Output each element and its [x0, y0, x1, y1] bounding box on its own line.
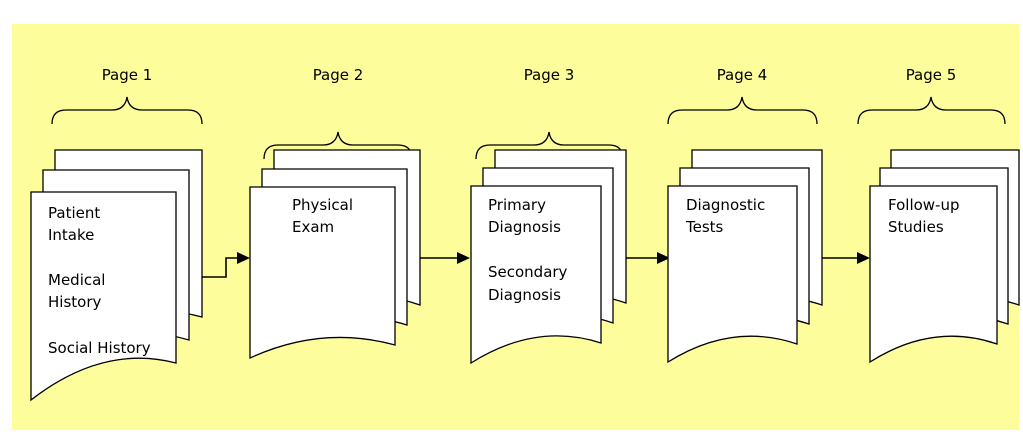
stage-5-text-line-2: Studies [888, 218, 944, 236]
stage-1-document-stack [30, 149, 203, 402]
arrowhead-icon [457, 252, 470, 264]
stage-2: Page 2 Physical Exam [249, 66, 421, 360]
stage-4-brace [667, 96, 818, 125]
stage-4-sheet-front [667, 185, 798, 364]
stage-4-label: Page 4 [717, 66, 768, 84]
stage-3-brace [475, 131, 624, 160]
stage-3-document-stack [470, 149, 627, 365]
stage-2-brace [263, 131, 413, 160]
stage-1-text-line-5: Social History [48, 339, 151, 357]
stage-5-text-line-1: Follow-up [888, 196, 960, 214]
stage-3-sheet-front [470, 185, 602, 365]
stage-2-text-line-2: Exam [292, 218, 334, 236]
stage-5-sheet-front [869, 185, 998, 364]
stage-1-text-line-4: History [48, 293, 101, 311]
stage-1-brace [51, 96, 203, 125]
stage-5-label: Page 5 [906, 66, 957, 84]
stage-2-sheet-front [249, 186, 396, 360]
stage-2-label: Page 2 [313, 66, 364, 84]
connector-1-to-2 [202, 252, 250, 278]
stage-1-sheet-front [30, 191, 177, 402]
stage-1-text-line-3: Medical [48, 271, 105, 289]
arrowhead-icon [657, 252, 670, 264]
stage-4-text-line-1: Diagnostic [686, 196, 765, 214]
stage-4-document-stack [667, 149, 823, 364]
stage-1: Page 1 Patient Intake Medical History So… [30, 66, 203, 402]
stage-3-text-line-1: Primary [488, 196, 546, 214]
stage-5-document-stack [869, 149, 1020, 364]
stage-5-brace [857, 96, 1006, 125]
arrowhead-icon [237, 252, 250, 264]
stage-5: Page 5 Follow-up Studies [857, 66, 1020, 364]
connector-3-to-4 [626, 252, 670, 264]
stage-2-text-line-1: Physical [292, 196, 353, 214]
stage-3-text-line-3: Secondary [488, 263, 568, 281]
stage-3-text-line-4: Diagnosis [488, 286, 561, 304]
stage-2-document-stack [249, 149, 421, 360]
stage-1-label: Page 1 [102, 66, 153, 84]
arrowhead-icon [857, 252, 870, 264]
stage-3: Page 3 Primary Diagnosis Secondary Diagn… [470, 66, 627, 365]
stage-3-label: Page 3 [524, 66, 575, 84]
connector-4-to-5 [822, 252, 870, 264]
stage-4: Page 4 Diagnostic Tests [667, 66, 823, 364]
stage-1-text-line-2: Intake [48, 226, 94, 244]
connector-2-to-3 [420, 252, 470, 264]
stage-4-text-line-2: Tests [685, 218, 724, 236]
stage-3-text-line-2: Diagnosis [488, 218, 561, 236]
stage-1-text-line-1: Patient [48, 204, 100, 222]
